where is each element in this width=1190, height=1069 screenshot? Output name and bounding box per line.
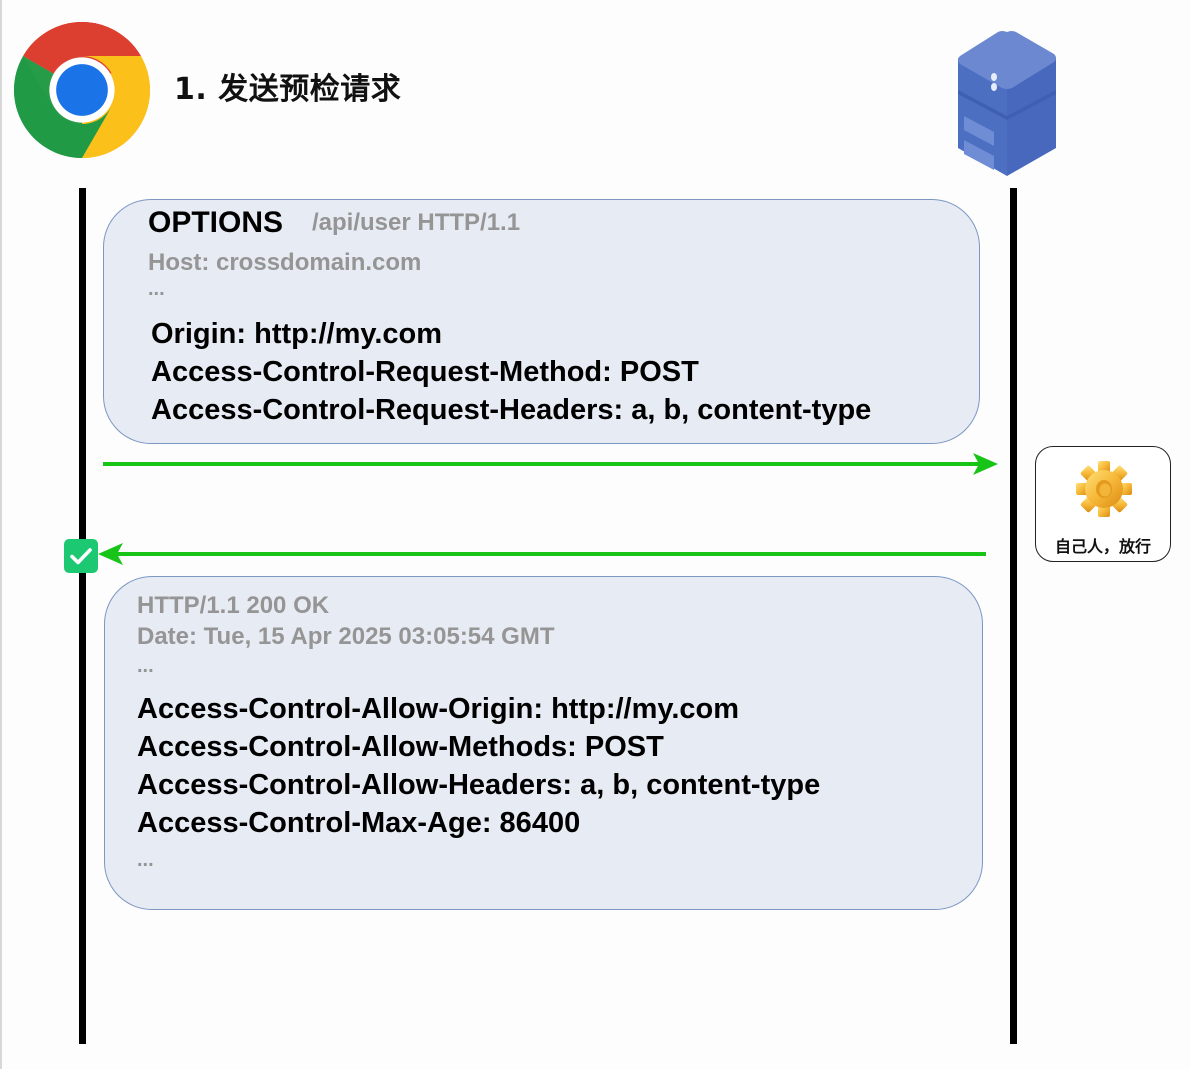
step-title: 1. 发送预检请求 <box>174 72 402 107</box>
request-ellipsis: ... <box>148 278 165 300</box>
request-method: OPTIONS <box>148 206 284 239</box>
request-header-headers: Access-Control-Request-Headers: a, b, co… <box>151 394 872 426</box>
allowed-status-badge <box>64 539 98 573</box>
client-lifeline <box>79 188 86 1044</box>
request-arrow <box>103 453 998 475</box>
response-header-allow-origin: Access-Control-Allow-Origin: http://my.c… <box>137 693 740 725</box>
request-header-method: Access-Control-Request-Method: POST <box>151 356 699 388</box>
response-status-line: HTTP/1.1 200 OK <box>137 592 330 619</box>
response-date-header: Date: Tue, 15 Apr 2025 03:05:54 GMT <box>137 623 555 650</box>
request-host-header: Host: crossdomain.com <box>148 249 422 276</box>
request-header-origin: Origin: http://my.com <box>151 318 443 350</box>
response-header-allow-methods: Access-Control-Allow-Methods: POST <box>137 731 664 763</box>
request-line: /api/user HTTP/1.1 <box>312 209 521 236</box>
server-policy-check: 自己人，放行 <box>1035 446 1171 562</box>
response-header-allow-headers: Access-Control-Allow-Headers: a, b, cont… <box>137 769 821 801</box>
preflight-response-box: HTTP/1.1 200 OK Date: Tue, 15 Apr 2025 0… <box>104 576 983 910</box>
server-lifeline <box>1010 188 1017 1044</box>
server-icon <box>958 31 1056 176</box>
preflight-request-box: OPTIONS /api/user HTTP/1.1 Host: crossdo… <box>103 199 980 444</box>
response-ellipsis-top: ... <box>137 655 154 677</box>
server-policy-label: 自己人，放行 <box>1054 537 1151 556</box>
response-ellipsis-bottom: ... <box>137 849 154 871</box>
response-header-max-age: Access-Control-Max-Age: 86400 <box>137 807 581 839</box>
gear-icon <box>1076 461 1132 517</box>
page-left-border <box>0 0 2 1069</box>
response-arrow <box>98 543 986 565</box>
check-icon <box>70 548 92 565</box>
chrome-browser-icon <box>14 22 150 158</box>
